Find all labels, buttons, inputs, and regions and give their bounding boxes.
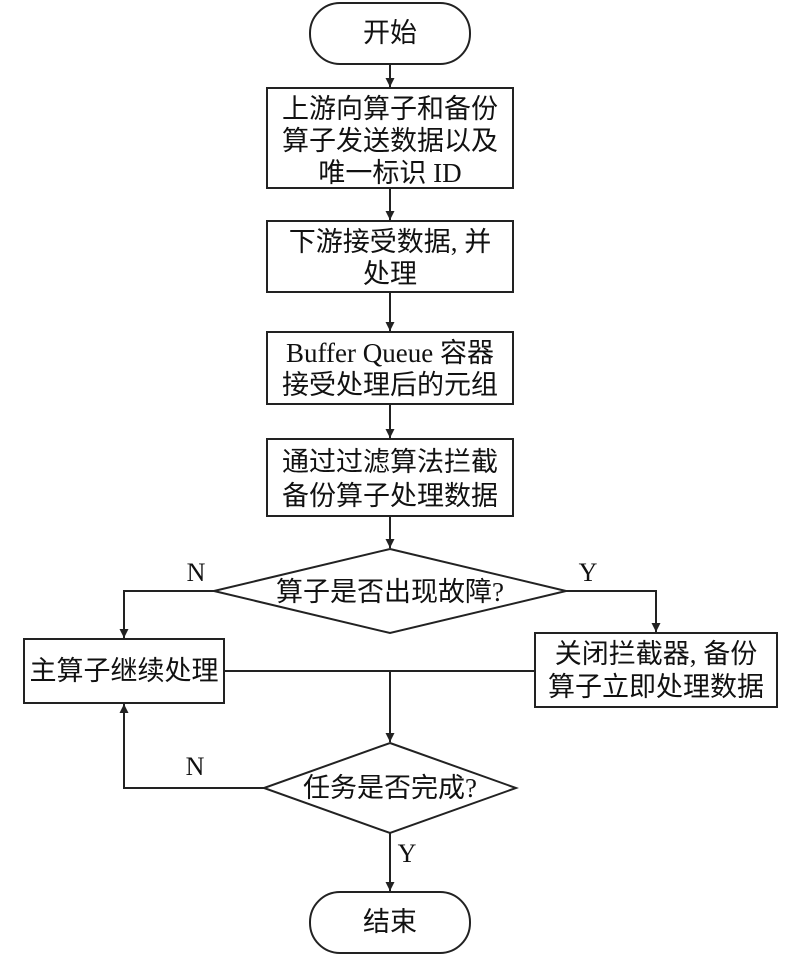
edge-fault-yes xyxy=(566,590,661,632)
send-line-3: 唯一标识 ID xyxy=(318,158,461,188)
fault-no-label: N xyxy=(187,558,206,587)
edge-done-no xyxy=(119,704,264,789)
fault-question: 算子是否出现故障? xyxy=(276,577,504,607)
start-label: 开始 xyxy=(363,18,417,48)
send-line-2: 算子发送数据以及 xyxy=(282,126,498,156)
buffer-line-1: Buffer Queue 容器 xyxy=(286,338,494,368)
receive-line-2: 处理 xyxy=(363,259,417,289)
fault-yes-label: Y xyxy=(579,558,598,587)
end-label: 结束 xyxy=(363,907,417,937)
decision-task-done: 任务是否完成? xyxy=(261,741,519,835)
filter-line-2: 备份算子处理数据 xyxy=(282,481,498,511)
primary-line-1: 主算子继续处理 xyxy=(30,656,219,686)
process-buffer-queue: Buffer Queue 容器 接受处理后的元组 xyxy=(266,331,514,405)
done-yes-label: Y xyxy=(398,839,417,868)
start-terminal: 开始 xyxy=(309,2,471,65)
end-terminal: 结束 xyxy=(309,891,471,954)
send-line-1: 上游向算子和备份 xyxy=(282,94,498,124)
process-primary-continue: 主算子继续处理 xyxy=(23,638,225,704)
done-no-label: N xyxy=(186,752,205,781)
process-filter-intercept: 通过过滤算法拦截 备份算子处理数据 xyxy=(266,438,514,517)
process-send-data: 上游向算子和备份 算子发送数据以及 唯一标识 ID xyxy=(266,87,514,189)
process-receive-data: 下游接受数据, 并 处理 xyxy=(266,220,514,293)
filter-line-1: 通过过滤算法拦截 xyxy=(282,447,498,477)
process-backup-takeover: 关闭拦截器, 备份 算子立即处理数据 xyxy=(534,632,778,708)
done-question: 任务是否完成? xyxy=(303,773,477,803)
decision-fault: 算子是否出现故障? xyxy=(213,547,567,635)
connectors xyxy=(119,64,661,891)
receive-line-1: 下游接受数据, 并 xyxy=(289,227,492,257)
backup-line-1: 关闭拦截器, 备份 xyxy=(555,639,758,669)
buffer-line-2: 接受处理后的元组 xyxy=(282,370,498,400)
edge-fault-no xyxy=(119,590,214,638)
backup-line-2: 算子立即处理数据 xyxy=(548,672,764,702)
